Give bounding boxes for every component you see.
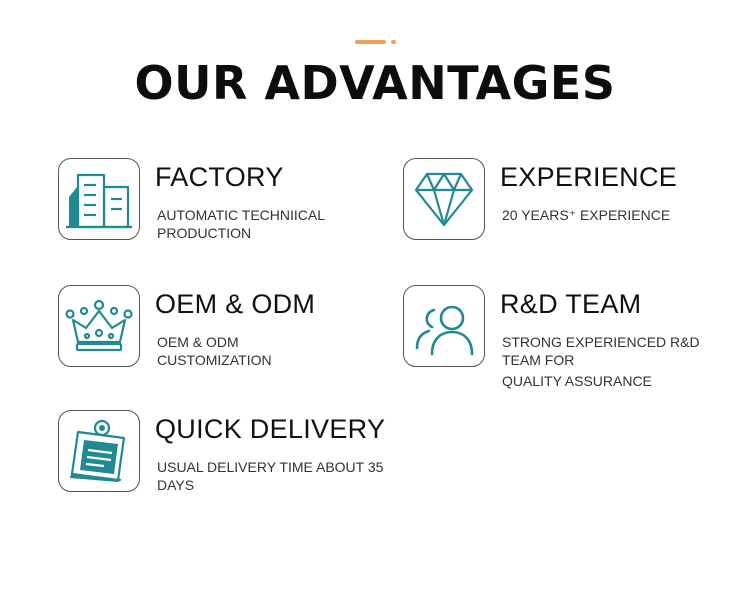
desc-line: QUALITY ASSURANCE [502,373,652,389]
advantage-experience: EXPERIENCE 20 YEARS⁺ EXPERIENCE [403,158,743,258]
advantage-desc: 20 YEARS⁺ EXPERIENCE [502,206,670,224]
advantage-desc: AUTOMATIC TECHNIICAL PRODUCTION [157,206,325,242]
desc-line: TEAM FOR [502,352,575,368]
advantage-quick-delivery: QUICK DELIVERY USUAL DELIVERY TIME ABOUT… [58,410,398,510]
desc-line: USUAL DELIVERY TIME ABOUT 35 [157,459,384,475]
team-icon [403,285,485,367]
advantage-title: QUICK DELIVERY [155,414,386,444]
desc-line: PRODUCTION [157,225,252,241]
advantage-title: EXPERIENCE [500,162,678,192]
accent-bar [355,40,386,44]
advantage-title: FACTORY [155,162,284,192]
diamond-icon [403,158,485,240]
advantage-desc: OEM & ODM CUSTOMIZATION [157,333,272,369]
advantage-oem-odm: OEM & ODM OEM & ODM CUSTOMIZATION [58,285,398,385]
advantage-title: OEM & ODM [155,289,316,319]
desc-line: CUSTOMIZATION [157,352,272,368]
accent-dot [391,40,396,44]
advantage-rd-team: R&D TEAM STRONG EXPERIENCED R&D TEAM FOR… [403,285,743,389]
desc-line: DAYS [157,477,195,493]
advantage-desc: STRONG EXPERIENCED R&D TEAM FOR QUALITY … [502,333,700,390]
desc-line: 20 YEARS⁺ EXPERIENCE [502,207,671,223]
advantage-factory: FACTORY AUTOMATIC TECHNIICAL PRODUCTION [58,158,398,258]
factory-icon [58,158,140,240]
crown-icon [58,285,140,367]
desc-line: AUTOMATIC TECHNIICAL [157,207,326,223]
desc-line: OEM & ODM [157,334,239,350]
page-title: OUR ADVANTAGES [134,56,616,110]
clipboard-icon [58,410,140,492]
advantage-title: R&D TEAM [500,289,642,319]
desc-line: STRONG EXPERIENCED R&D [502,334,700,350]
title-accent [355,40,396,44]
advantage-desc: USUAL DELIVERY TIME ABOUT 35 DAYS [157,458,383,494]
